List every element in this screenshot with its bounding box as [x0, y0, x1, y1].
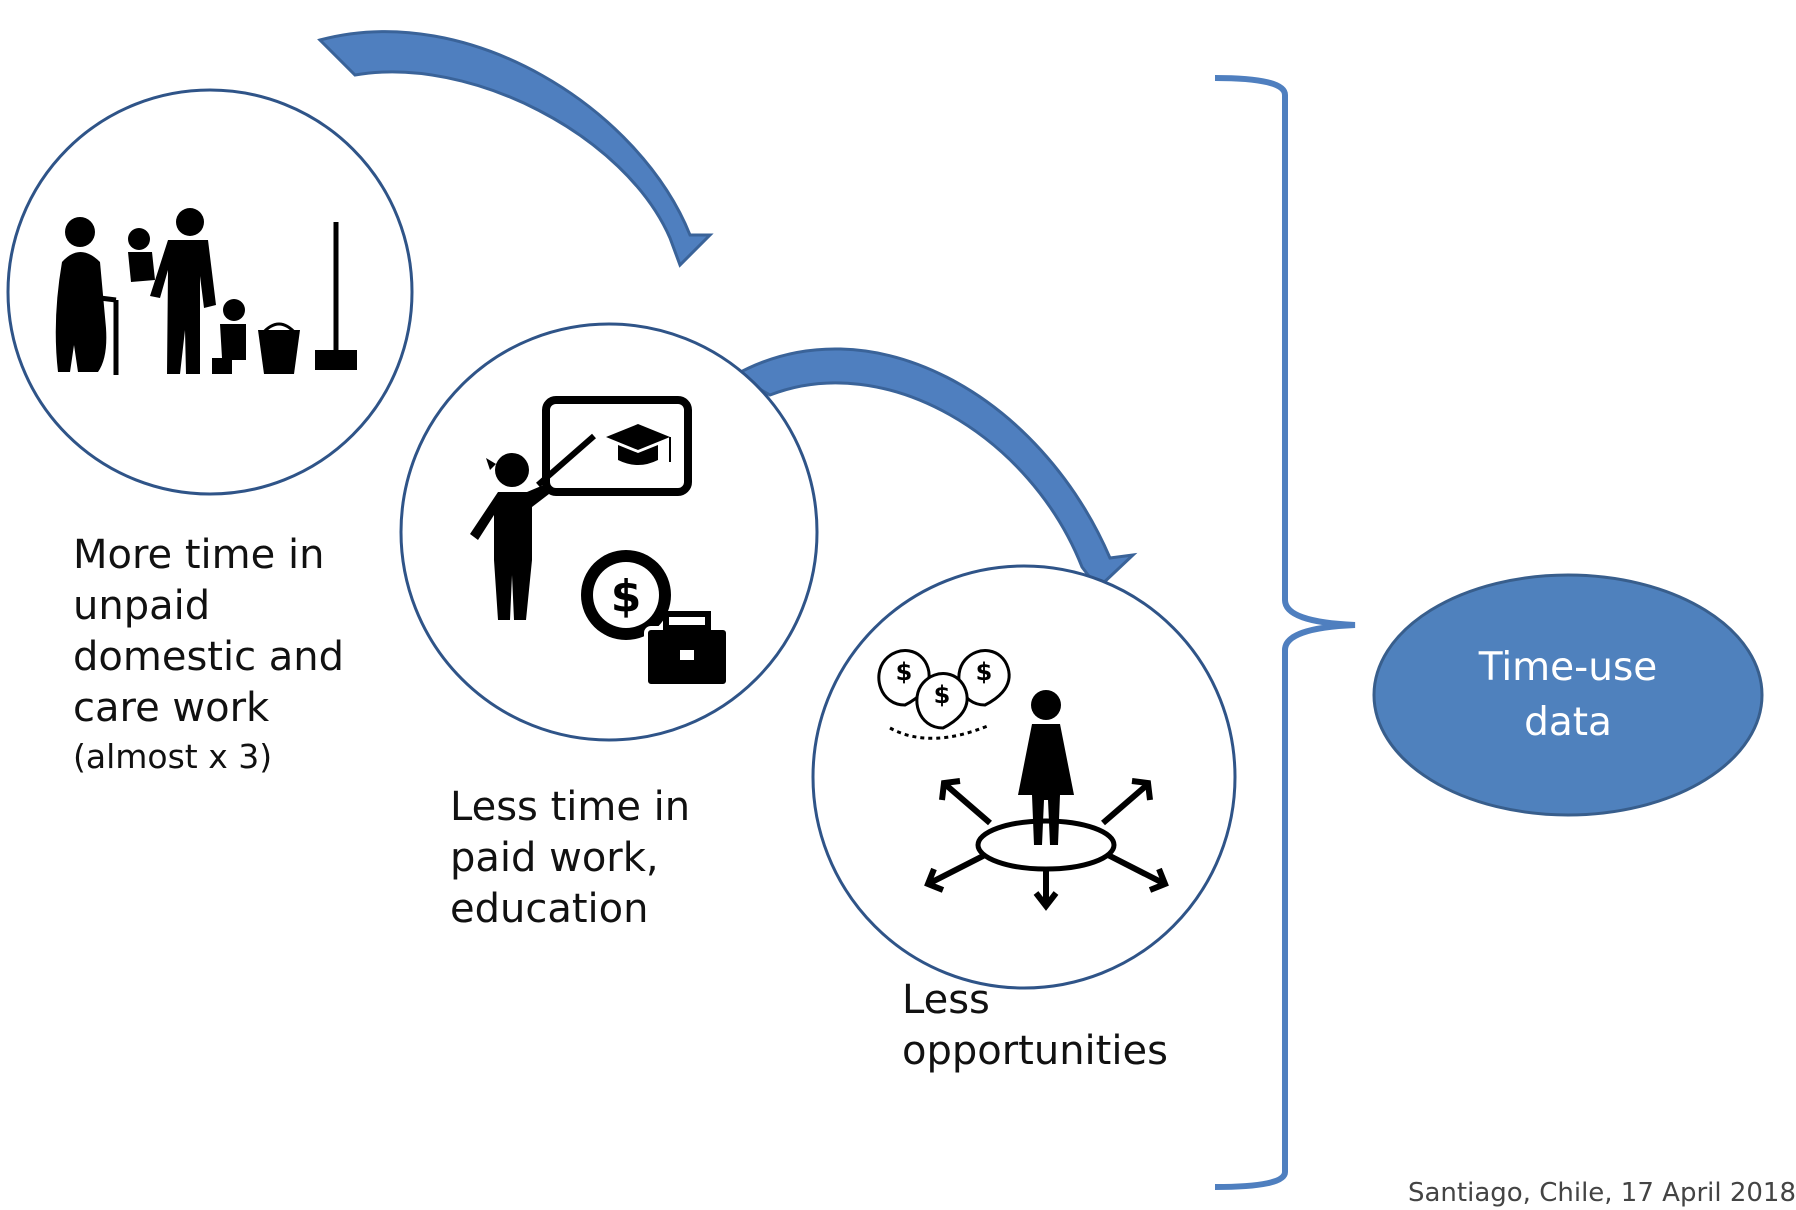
stage-circle-2 — [399, 322, 819, 742]
svg-text:$: $ — [934, 681, 951, 709]
svg-text:$: $ — [976, 658, 993, 686]
svg-text:$: $ — [611, 571, 642, 622]
family-care-icon — [55, 208, 357, 375]
stage-3-label: Less opportunities — [902, 977, 1168, 1074]
stage-2-label: Less time in paid work, education — [450, 784, 691, 932]
footer-text: Santiago, Chile, 17 April 2018 — [1408, 1178, 1796, 1208]
svg-text:$: $ — [896, 658, 913, 686]
curved-arrow-1 — [317, 30, 714, 268]
result-oval — [1372, 573, 1764, 817]
dollar-pin-icon — [877, 649, 1011, 740]
curved-arrow-2 — [731, 347, 1138, 591]
teacher-money-icon: $ — [470, 396, 730, 688]
stage-1-label: More time in unpaid domestic and care wo… — [73, 530, 344, 779]
stage-1-note: (almost x 3) — [73, 737, 273, 776]
woman-crossroads-icon: $ $ $ — [877, 649, 1169, 911]
result-label: Time-use data — [1478, 645, 1658, 745]
grouping-bracket — [1214, 75, 1356, 1190]
